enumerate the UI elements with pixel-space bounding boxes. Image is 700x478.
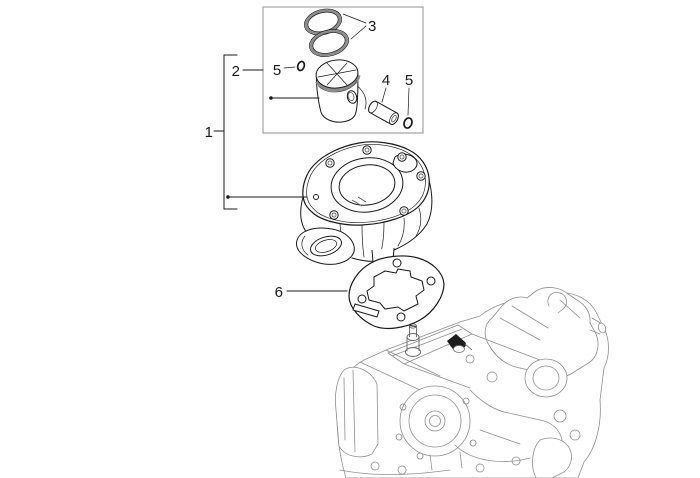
callout-5-left-leader xyxy=(283,66,296,69)
piston-ring-bottom xyxy=(309,29,349,57)
bolt-hole-inner xyxy=(401,208,407,214)
callout-2: 2 xyxy=(232,63,320,100)
ring-outer-edge xyxy=(309,29,349,57)
engine-dark-bolt xyxy=(447,334,473,353)
callout-5-left: 5 xyxy=(273,62,296,79)
bolt-hole-inner xyxy=(327,160,333,166)
pin-near-end xyxy=(368,100,378,114)
stud-shaft xyxy=(406,337,420,351)
bolt-hole xyxy=(397,152,407,162)
callout-5-right: 5 xyxy=(405,72,413,116)
callout-1-dot xyxy=(226,195,230,199)
circlip-left xyxy=(296,60,306,72)
callout-3-label: 3 xyxy=(368,18,376,35)
stud-upper-shaft xyxy=(409,326,417,337)
piston-groove-line xyxy=(318,79,358,93)
piston-pin-boss-edge xyxy=(357,85,367,110)
engine-misc-circles xyxy=(370,354,581,475)
pin-bore xyxy=(391,114,397,123)
bolt-hole xyxy=(416,171,426,181)
callout-4-label: 4 xyxy=(382,72,390,89)
cylinder-deck-inner-line xyxy=(306,144,426,223)
bolt-hole-inner xyxy=(364,147,370,153)
engine-block-drawing xyxy=(335,287,609,478)
gasket-center-opening xyxy=(366,268,425,312)
callout-2-label: 2 xyxy=(232,63,240,80)
ring-inner-edge xyxy=(312,32,346,54)
piston-ring-grooves-band xyxy=(315,74,361,92)
callout-1-bracket xyxy=(223,54,238,210)
callout-3-leaders xyxy=(342,13,367,40)
gasket-slot xyxy=(352,303,380,318)
deck-bolt-holes xyxy=(313,145,426,220)
base-gasket-drawing xyxy=(348,255,445,330)
exhaust-port-oval xyxy=(310,235,342,257)
engine-bearing-outer xyxy=(524,358,568,398)
stud-base xyxy=(405,347,421,357)
pin-open-end xyxy=(389,112,399,125)
engine-left-boss xyxy=(335,366,379,458)
bolt-hole xyxy=(325,158,335,168)
callout-4-leader xyxy=(381,87,387,103)
cylinder-bore-inner xyxy=(338,164,396,206)
cylinder-drawing xyxy=(296,141,433,268)
callout-2-dot xyxy=(269,96,273,100)
bolt-hole xyxy=(329,210,339,220)
piston-pin-hole-inner xyxy=(347,91,355,102)
engine-crank-face-outer xyxy=(399,385,471,457)
ring-outer-edge xyxy=(304,8,342,36)
callout-6-label: 6 xyxy=(275,284,283,301)
bolt-hole-inner xyxy=(418,173,424,179)
gasket-hole xyxy=(396,312,406,322)
small-hole xyxy=(313,194,319,200)
piston-rings-drawing xyxy=(304,8,349,57)
engine-left-boss-lines xyxy=(343,369,356,453)
gasket-hole xyxy=(426,276,436,286)
gasket-bolt-holes xyxy=(357,258,436,322)
callout-4: 4 xyxy=(381,72,390,103)
gasket-hole xyxy=(392,258,402,268)
stud-slot xyxy=(409,324,417,328)
callout-5-right-leader xyxy=(407,87,410,116)
callout-6: 6 xyxy=(275,284,348,301)
engine-bottom-right-cover xyxy=(532,437,572,478)
bolt-hole-inner xyxy=(399,154,405,160)
exhaust-clamp-lip xyxy=(301,235,309,256)
engine-crank-face-hub xyxy=(424,410,446,432)
engine-horseshoe-detail xyxy=(499,291,603,341)
callout-3: 3 xyxy=(342,13,376,40)
callout-5-left-label: 5 xyxy=(273,62,281,79)
bolt-hole xyxy=(399,206,409,216)
piston-drawing xyxy=(315,59,367,123)
bore-port-detail xyxy=(351,196,367,207)
callout-5-right-label: 5 xyxy=(405,72,413,89)
callout-1: 1 xyxy=(205,54,308,210)
engine-bearing-inner xyxy=(532,365,560,391)
piston-pin-drawing xyxy=(368,100,399,125)
bolt-hole-inner xyxy=(331,212,337,218)
piston-crown-spokes xyxy=(317,62,357,86)
engine-crank-face-center xyxy=(429,415,441,427)
bolt-collar xyxy=(453,345,465,353)
engine-tube-end xyxy=(597,322,607,334)
stud-collar xyxy=(406,333,420,341)
exhaust-port-inner xyxy=(315,239,337,253)
engine-crank-face-mid xyxy=(408,394,462,448)
bolt-tip xyxy=(464,343,473,351)
engine-stud xyxy=(405,323,421,357)
gasket-hole xyxy=(357,294,367,304)
bolt-hole xyxy=(362,145,372,155)
callout-1-label: 1 xyxy=(205,124,213,141)
engine-misc-lines xyxy=(339,349,563,475)
ring-band xyxy=(309,29,349,57)
circlip-right xyxy=(403,117,413,129)
engine-crank-bolt-holes xyxy=(395,397,477,460)
